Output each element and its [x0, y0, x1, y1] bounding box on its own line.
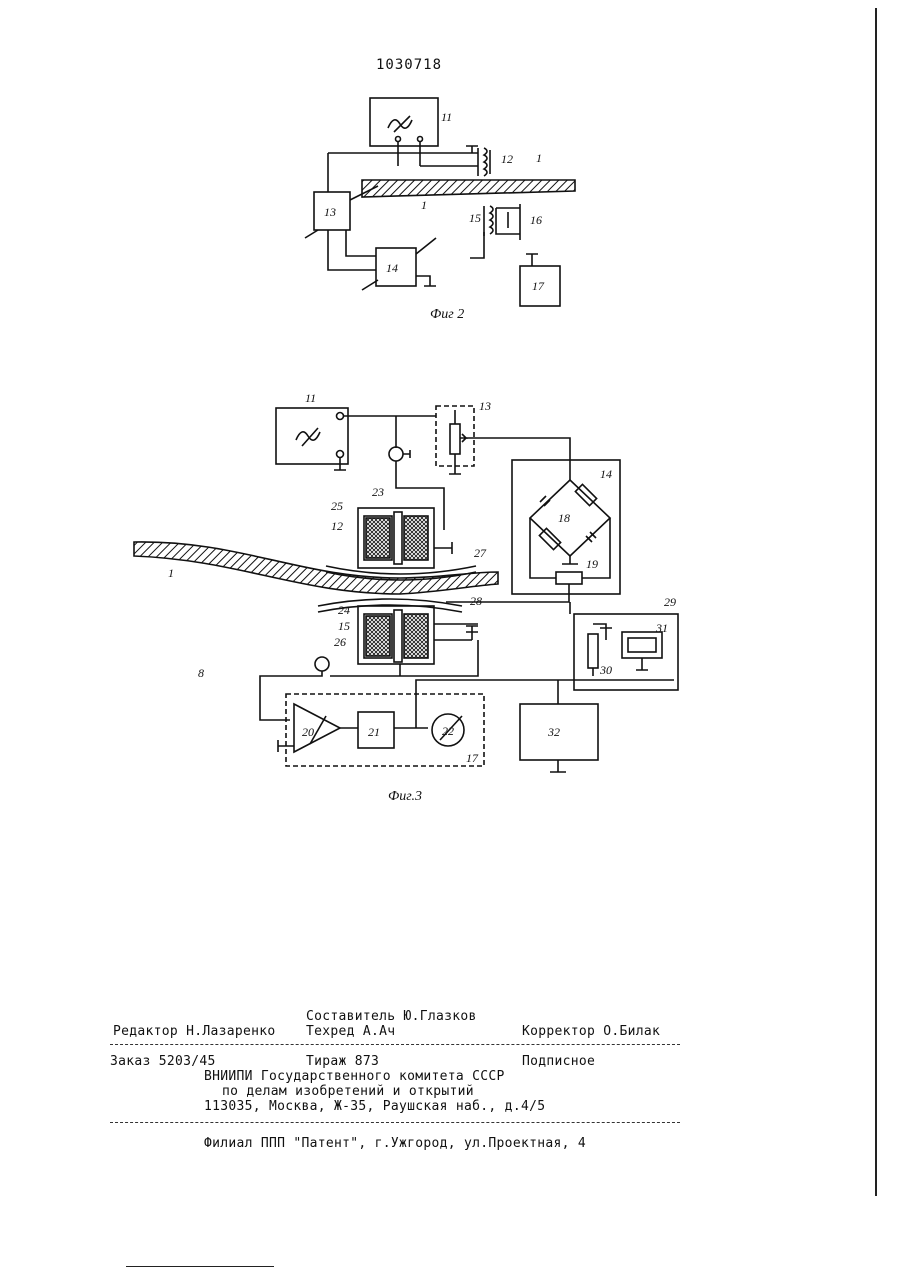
- imprint-techred: Техред А.Ач: [306, 1024, 395, 1039]
- fig3-label-1: 1: [168, 566, 174, 580]
- fig3-label-13: 13: [479, 399, 491, 413]
- fig3-label-15: 15: [338, 619, 350, 633]
- fig3-label-17: 17: [466, 751, 479, 765]
- imprint-divider-1: [110, 1044, 680, 1045]
- fig2-label-1b: 1: [421, 198, 427, 212]
- fig2-label-1a: 1: [536, 151, 542, 165]
- fig3-label-32: 32: [547, 725, 560, 739]
- fig3-label-21: 21: [368, 725, 380, 739]
- fig2-label-14: 14: [386, 261, 398, 275]
- fig3-label-12: 12: [331, 519, 343, 533]
- imprint-org1: ВНИИПИ Государственного комитета СССР: [204, 1069, 505, 1084]
- imprint-corrector: Корректор О.Билак: [522, 1024, 660, 1039]
- imprint-editor: Редактор Н.Лазаренко: [113, 1024, 276, 1039]
- fig2-label-11: 11: [441, 110, 452, 124]
- imprint-circulation: Тираж 873: [306, 1054, 379, 1069]
- imprint-divider-2: [110, 1122, 680, 1123]
- fig3-label-8: 8: [198, 666, 204, 680]
- fig3-sheet-1: [134, 542, 498, 594]
- imprint-subscription: Подписное: [522, 1054, 595, 1069]
- fig3-label-19: 19: [586, 557, 598, 571]
- fig2-sheet-1: [362, 180, 575, 197]
- fig2-label-15: 15: [469, 211, 481, 225]
- fig2-label-13: 13: [324, 205, 336, 219]
- fig3-label-27: 27: [474, 546, 487, 560]
- fig3-label-30: 30: [599, 663, 612, 677]
- fig3-label-28: 28: [470, 594, 482, 608]
- fig3-label-23: 23: [372, 485, 384, 499]
- imprint-branch: Филиал ППП "Патент", г.Ужгород, ул.Проек…: [204, 1136, 586, 1151]
- fig2-label-17: 17: [532, 279, 545, 293]
- fig3-block-17: [286, 694, 484, 766]
- fig3-label-18: 18: [558, 511, 570, 525]
- imprint-compiler: Составитель Ю.Глазков: [306, 1009, 477, 1024]
- fig3-label-11: 11: [305, 391, 316, 405]
- fig2-caption: Фиг 2: [430, 307, 464, 322]
- fig3-diagram: [134, 406, 678, 772]
- bottom-stub-line: [126, 1266, 274, 1267]
- fig3-label-24: 24: [338, 603, 350, 617]
- fig3-label-29: 29: [664, 595, 676, 609]
- fig2-label-16: 16: [530, 213, 542, 227]
- fig3-label-20: 20: [302, 725, 314, 739]
- fig3-label-22: 22: [442, 724, 454, 738]
- fig2-label-12: 12: [501, 152, 513, 166]
- fig3-caption: Фиг.3: [388, 789, 422, 804]
- imprint-order: Заказ 5203/45: [110, 1054, 216, 1069]
- imprint-org2: по делам изобретений и открытий: [222, 1084, 474, 1099]
- fig3-label-26: 26: [334, 635, 346, 649]
- fig3-label-31: 31: [655, 621, 668, 635]
- fig3-label-14: 14: [600, 467, 612, 481]
- imprint-address: 113035, Москва, Ж-35, Раушская наб., д.4…: [204, 1099, 545, 1114]
- fig2-diagram: [305, 98, 575, 306]
- fig3-label-25: 25: [331, 499, 343, 513]
